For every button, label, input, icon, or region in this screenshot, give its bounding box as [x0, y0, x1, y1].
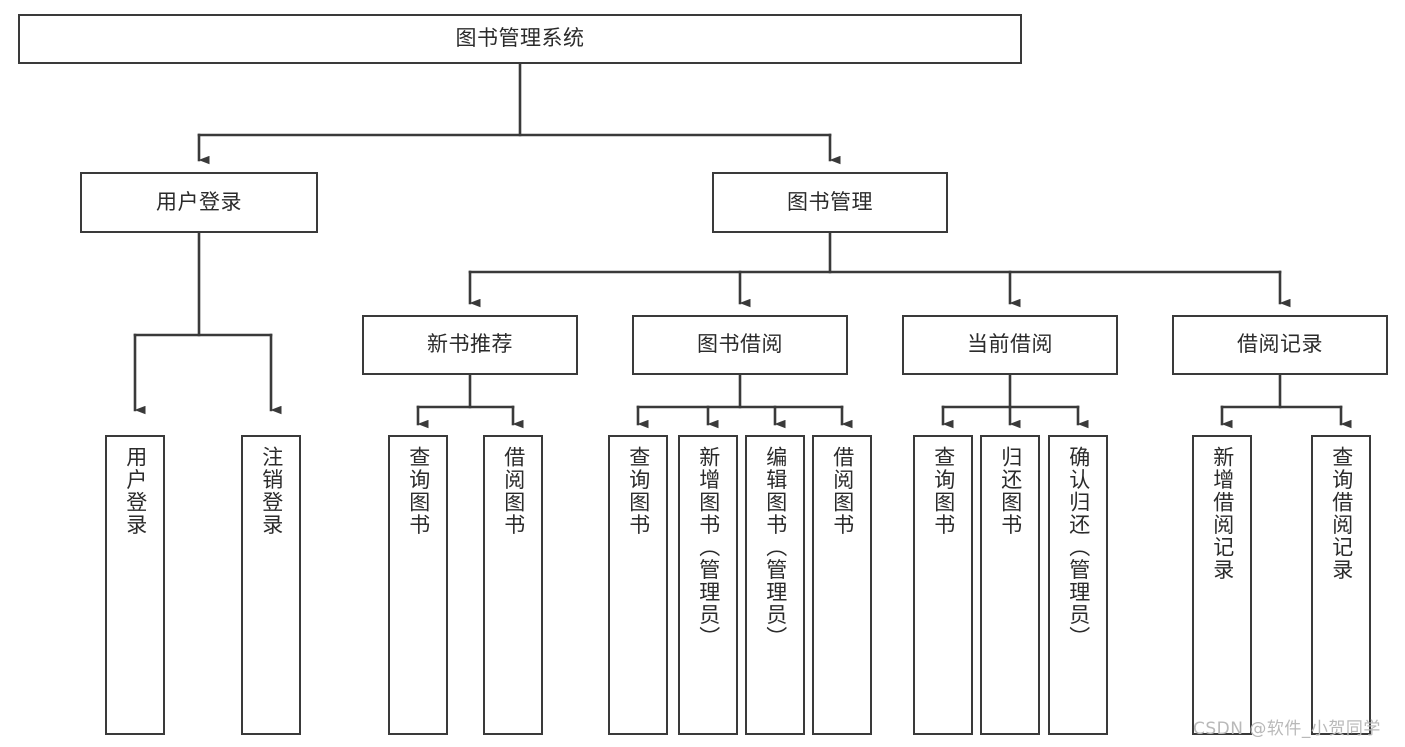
- node-borrow-record[interactable]: 借阅记录: [1172, 315, 1388, 375]
- leaf-user-login-logout[interactable]: 注销登录: [241, 435, 301, 735]
- leaf-label: 借阅图书: [501, 446, 526, 536]
- leaf-record-query-record[interactable]: 查询借阅记录: [1311, 435, 1371, 735]
- node-borrow-record-label: 借阅记录: [1237, 332, 1323, 357]
- leaf-current-return-book[interactable]: 归还图书: [980, 435, 1040, 735]
- leaf-current-query-book[interactable]: 查询图书: [913, 435, 973, 735]
- node-new-book-recommend[interactable]: 新书推荐: [362, 315, 578, 375]
- leaf-label: 编辑图书（管理员）: [763, 446, 788, 649]
- leaf-borrow-borrow-book[interactable]: 借阅图书: [812, 435, 872, 735]
- leaf-borrow-edit-book-admin[interactable]: 编辑图书（管理员）: [745, 435, 805, 735]
- leaf-user-login-login[interactable]: 用户登录: [105, 435, 165, 735]
- leaf-label: 查询借阅记录: [1329, 446, 1354, 581]
- node-user-login[interactable]: 用户登录: [80, 172, 318, 233]
- leaf-label: 归还图书: [998, 446, 1023, 536]
- node-book-management[interactable]: 图书管理: [712, 172, 948, 233]
- leaf-label: 新增图书（管理员）: [696, 446, 721, 649]
- leaf-label: 用户登录: [123, 446, 148, 536]
- leaf-borrow-add-book-admin[interactable]: 新增图书（管理员）: [678, 435, 738, 735]
- leaf-label: 确认归还（管理员）: [1066, 446, 1091, 649]
- node-current-borrow-label: 当前借阅: [967, 332, 1053, 357]
- leaf-label: 注销登录: [259, 446, 284, 536]
- leaf-label: 新增借阅记录: [1210, 446, 1235, 581]
- leaf-label: 借阅图书: [830, 446, 855, 536]
- node-user-login-label: 用户登录: [156, 189, 242, 214]
- leaf-label: 查询图书: [626, 446, 651, 536]
- leaf-new-book-query-book[interactable]: 查询图书: [388, 435, 448, 735]
- node-new-book-recommend-label: 新书推荐: [427, 332, 513, 357]
- leaf-label: 查询图书: [931, 446, 956, 536]
- leaf-label: 查询图书: [406, 446, 431, 536]
- node-root[interactable]: 图书管理系统: [18, 14, 1022, 64]
- node-root-label: 图书管理系统: [455, 26, 585, 51]
- csdn-watermark: CSDN @软件_小贺同学: [1193, 719, 1381, 739]
- leaf-new-book-borrow-book[interactable]: 借阅图书: [483, 435, 543, 735]
- leaf-current-confirm-return-admin[interactable]: 确认归还（管理员）: [1048, 435, 1108, 735]
- node-book-management-label: 图书管理: [787, 189, 873, 214]
- leaf-record-add-record[interactable]: 新增借阅记录: [1192, 435, 1252, 735]
- node-current-borrow[interactable]: 当前借阅: [902, 315, 1118, 375]
- node-book-borrow-label: 图书借阅: [697, 332, 783, 357]
- node-book-borrow[interactable]: 图书借阅: [632, 315, 848, 375]
- leaf-borrow-query-book[interactable]: 查询图书: [608, 435, 668, 735]
